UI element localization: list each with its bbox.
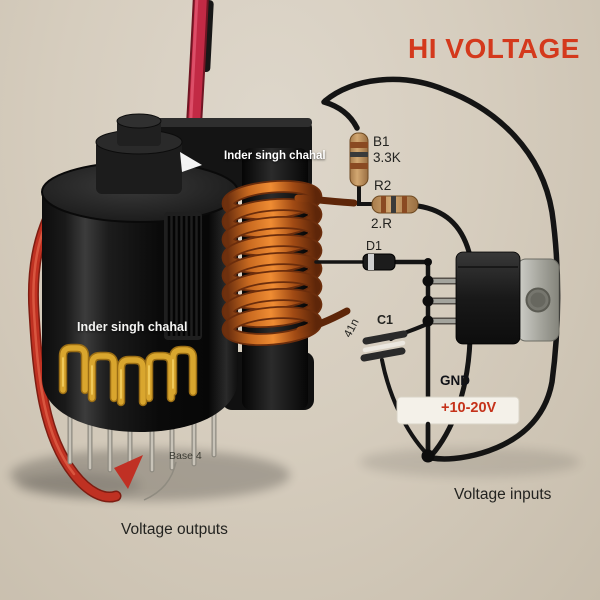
resistor-band	[350, 163, 368, 169]
staple	[118, 357, 146, 405]
caption-voltage-outputs: Voltage outputs	[121, 521, 228, 538]
coil-turn	[223, 253, 321, 291]
coil-tail-bottom	[296, 307, 351, 334]
red-arrow-icon	[114, 455, 143, 489]
label-c1: C1	[377, 313, 393, 327]
watermark-top: Inder singh chahal	[224, 150, 326, 162]
staple	[170, 347, 196, 395]
ribs	[167, 216, 201, 336]
cap-plate	[362, 330, 408, 345]
resistor-band	[350, 142, 368, 148]
coil-tail-top	[294, 194, 358, 207]
staple	[60, 345, 88, 393]
diode-d1	[362, 253, 396, 271]
top-knob-face	[116, 113, 162, 129]
resistor-r2	[371, 195, 419, 214]
circuit-shadow	[360, 447, 580, 477]
label-gnd: GND	[440, 373, 470, 388]
diode-band	[368, 254, 374, 270]
wire-r2-to-transistor	[415, 203, 472, 255]
white-strip	[396, 396, 520, 425]
resistor-body	[349, 132, 369, 187]
label-d1: D1	[366, 239, 382, 253]
transistor	[432, 251, 560, 345]
resistor-band	[381, 196, 386, 213]
coil-turn	[223, 289, 321, 327]
junction-dot	[424, 258, 432, 266]
junction-dots	[421, 258, 435, 463]
caption-voltage-inputs: Voltage inputs	[454, 486, 552, 503]
leads	[432, 279, 460, 323]
junction-dot	[421, 449, 435, 463]
junction-dot	[422, 275, 434, 287]
label-supply-voltage: +10-20V	[441, 400, 497, 416]
pin-highlights	[68, 396, 216, 474]
staple-highlights	[62, 357, 174, 399]
capacitor-c1	[360, 330, 408, 362]
label-b1-name: B1	[373, 134, 390, 149]
resistor-band	[402, 196, 407, 213]
coil-turn	[223, 181, 321, 219]
mounting-hole-inner	[530, 292, 546, 308]
staple	[89, 353, 117, 401]
gold-staples	[58, 343, 198, 407]
coil-turn	[223, 217, 321, 255]
wire-b1-r2	[357, 184, 374, 206]
label-r2-name: R2	[374, 178, 392, 193]
label-r2-value: 2.R	[371, 216, 393, 231]
cursor-arrow-icon	[180, 152, 202, 172]
cap-gap	[362, 340, 406, 353]
base4-leader-line	[143, 461, 177, 501]
diode-right-lead-vertical	[391, 259, 431, 459]
copper-coil	[221, 179, 358, 347]
wire-big-loop	[322, 76, 561, 462]
diode-body	[362, 253, 396, 271]
wire-b1-top	[321, 99, 360, 131]
coil-turn	[223, 235, 321, 273]
coil-turn	[223, 199, 321, 237]
junction-dot	[422, 295, 434, 307]
resistor-band	[391, 196, 396, 213]
page-title: HI VOLTAGE	[408, 33, 580, 64]
plastic-body	[455, 251, 521, 345]
coil-turn	[223, 271, 321, 309]
core-top-highlight	[152, 118, 312, 127]
resistor-band	[350, 152, 368, 157]
top-cap	[96, 140, 182, 194]
label-b1-value: 3.3K	[373, 150, 401, 165]
cap-plate	[360, 347, 406, 362]
watermark-body: Inder singh chahal	[77, 320, 188, 334]
label-base-pin: Base 4	[169, 450, 202, 462]
junction-dot	[422, 315, 434, 327]
resistor-b1	[349, 132, 369, 187]
